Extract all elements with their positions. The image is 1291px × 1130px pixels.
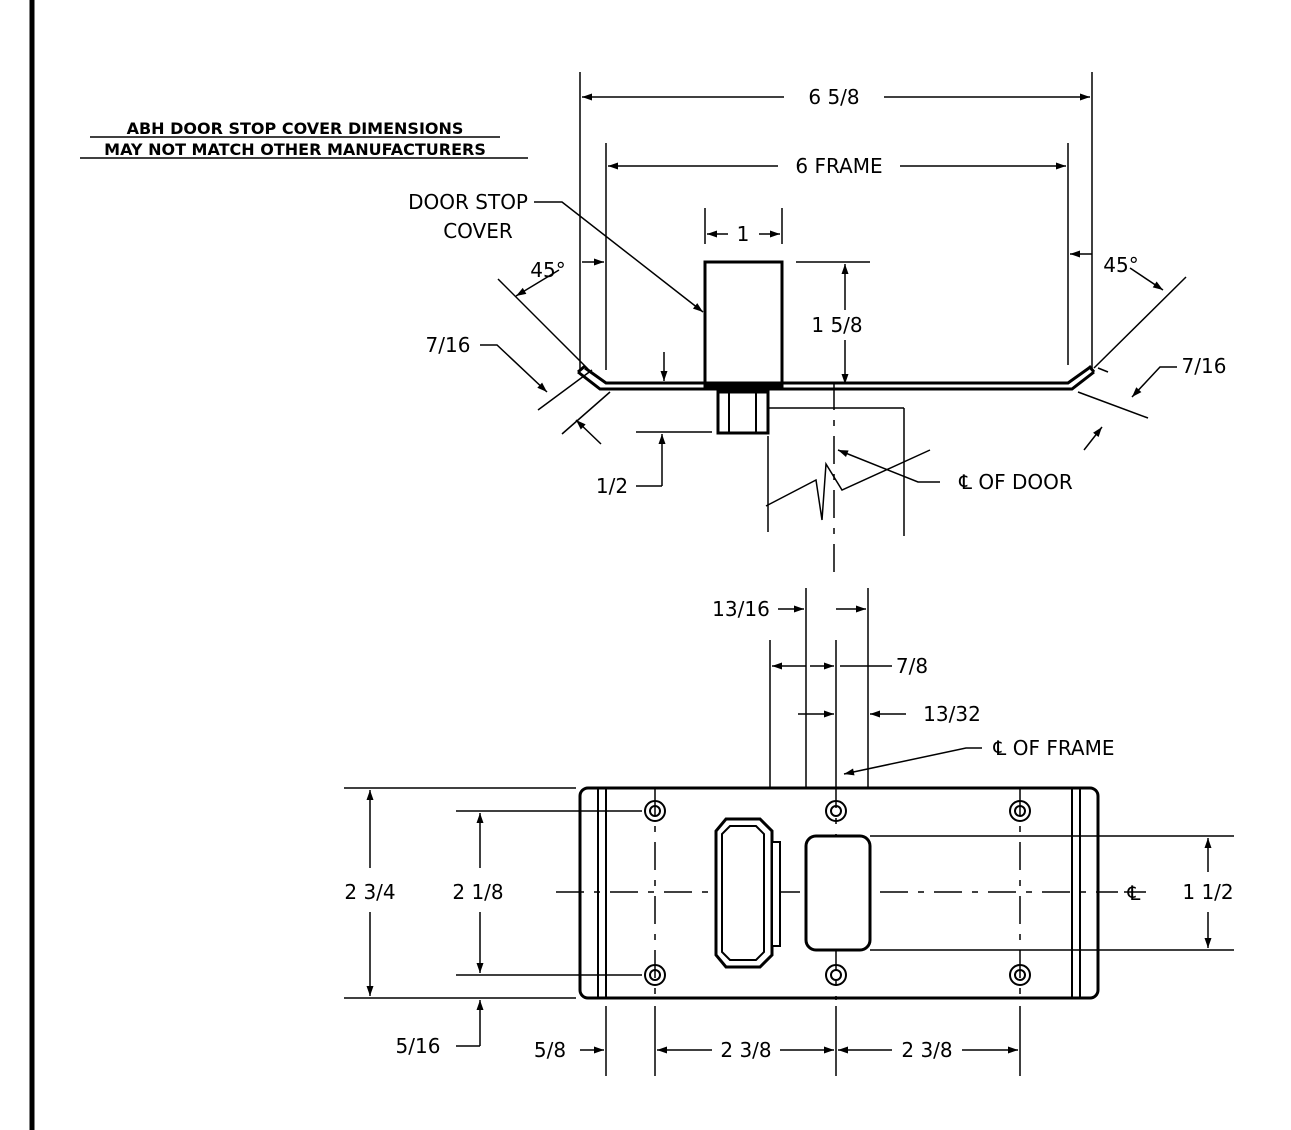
mounting-hole bbox=[1009, 964, 1031, 986]
mounting-hole bbox=[825, 964, 847, 986]
mounting-hole bbox=[644, 964, 666, 986]
offset-bottom-label: 5/16 bbox=[396, 1034, 441, 1058]
mounting-hole bbox=[644, 800, 666, 822]
frame-width-label: 6 FRAME bbox=[795, 154, 882, 178]
mounting-hole bbox=[1009, 800, 1031, 822]
door-stop-label-line2: COVER bbox=[443, 219, 513, 243]
dim-13-32-label: 13/32 bbox=[923, 702, 981, 726]
top-view: 6 5/8 6 FRAME DOOR STOP COVER 1 1 5/8 bbox=[408, 72, 1226, 580]
note-line-2: MAY NOT MATCH OTHER MANUFACTURERS bbox=[104, 140, 486, 159]
door-stop-block bbox=[703, 260, 784, 388]
mounting-hole bbox=[825, 800, 847, 822]
overall-width-label: 6 5/8 bbox=[808, 85, 859, 109]
door-centerline-label: ℄ OF DOOR bbox=[958, 470, 1073, 494]
stop-width-label: 1 bbox=[737, 222, 750, 246]
return-left-label: 7/16 bbox=[426, 333, 471, 357]
door-stop-label-line1: DOOR STOP bbox=[408, 190, 528, 214]
manufacturer-note: ABH DOOR STOP COVER DIMENSIONS MAY NOT M… bbox=[80, 119, 528, 159]
height-holes-label: 2 1/8 bbox=[452, 880, 503, 904]
height-overall-label: 2 3/4 bbox=[344, 880, 395, 904]
spacing-right-label: 2 3/8 bbox=[901, 1038, 952, 1062]
stop-height-label: 1 5/8 bbox=[811, 313, 862, 337]
note-line-1: ABH DOOR STOP COVER DIMENSIONS bbox=[127, 119, 464, 138]
stop-block-plan bbox=[714, 817, 774, 969]
door-break-line bbox=[765, 449, 931, 521]
dim-7-8-label: 7/8 bbox=[896, 654, 928, 678]
angle-right-label: 45° bbox=[1103, 253, 1138, 277]
return-right-label: 7/16 bbox=[1182, 354, 1227, 378]
frame-centerline-label: ℄ OF FRAME bbox=[993, 736, 1115, 760]
lower-boss bbox=[716, 390, 770, 435]
cutout-height-label: 1 1/2 bbox=[1182, 880, 1233, 904]
offset-left-label: 5/8 bbox=[534, 1038, 566, 1062]
door-stop-leader bbox=[534, 201, 704, 313]
bottom-view: 13/16 7/8 13/32 ℄ OF FRAME bbox=[344, 588, 1234, 1076]
center-symbol: ℄ bbox=[1127, 881, 1141, 905]
angle-left-label: 45° bbox=[530, 258, 565, 282]
below-dim-label: 1/2 bbox=[596, 474, 628, 498]
dim-13-16-label: 13/16 bbox=[712, 597, 770, 621]
frame-profile bbox=[577, 370, 1095, 391]
spacing-left-label: 2 3/8 bbox=[720, 1038, 771, 1062]
cutout bbox=[804, 834, 872, 952]
